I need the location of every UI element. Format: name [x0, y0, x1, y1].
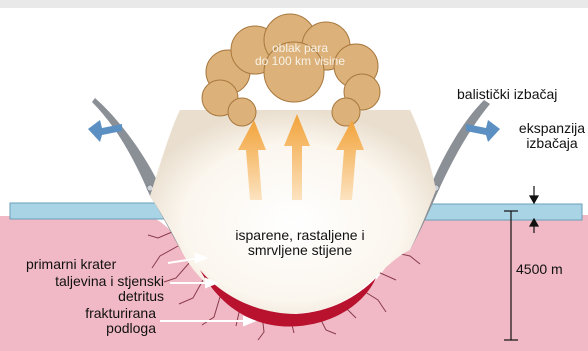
- vapor-rock-line2: smrvljene stijene: [220, 243, 380, 258]
- cloud-label-line2: do 100 km visine: [250, 55, 350, 68]
- vapor-rock-line1: isparene, rastaljene i: [220, 228, 380, 243]
- ejecta-expansion-line1: ekspanzija: [516, 121, 588, 136]
- depth-label: 4500 m: [516, 262, 563, 277]
- fractured-bedrock-label: frakturirana podloga: [26, 306, 156, 336]
- melt-detritus-line2: detritus: [26, 289, 164, 304]
- cloud-label: oblak para do 100 km visine: [250, 42, 350, 68]
- water-right: [416, 204, 582, 220]
- top-strip: [0, 0, 588, 8]
- fractured-bedrock-line1: frakturirana: [26, 306, 156, 321]
- water-left: [10, 203, 172, 219]
- ejecta-expansion-label: ekspanzija izbačaja: [516, 121, 588, 151]
- primary-crater-label: primarni krater: [26, 257, 116, 272]
- vapor-rock-label: isparene, rastaljene i smrvljene stijene: [220, 228, 380, 258]
- melt-detritus-line1: taljevina i stjenski: [26, 274, 164, 289]
- ejecta-expansion-line2: izbačaja: [516, 136, 588, 151]
- melt-detritus-label: taljevina i stjenski detritus: [26, 274, 164, 304]
- fractured-bedrock-line2: podloga: [26, 321, 156, 336]
- vapor-cloud: [202, 14, 380, 126]
- ballistic-ejecta-label: balistički izbačaj: [457, 87, 557, 102]
